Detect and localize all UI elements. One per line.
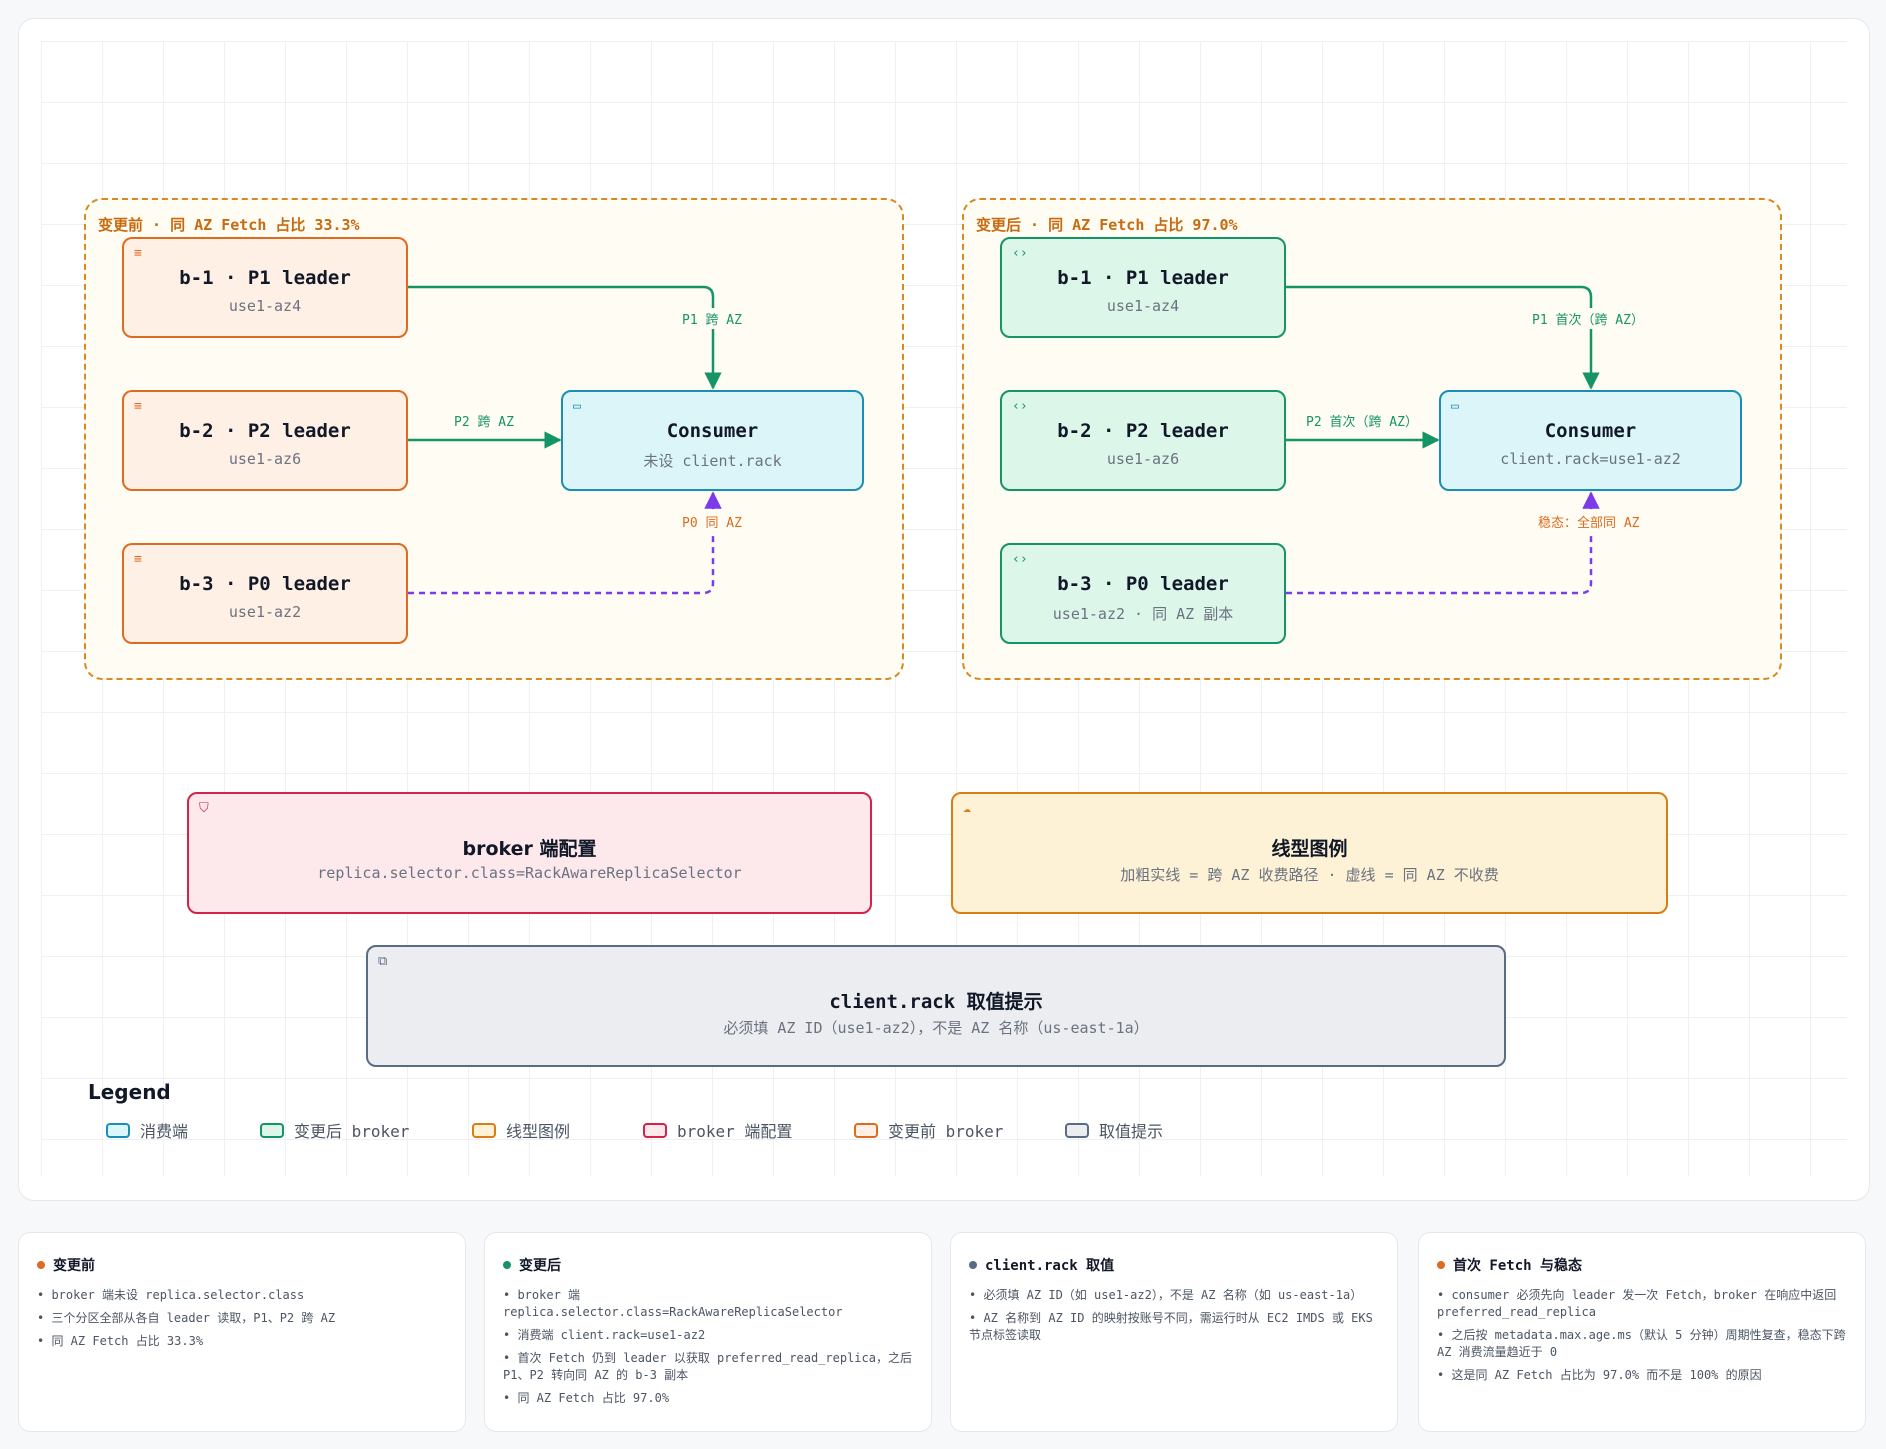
legend-item-rack-hint: 取值提示 bbox=[1065, 1118, 1163, 1142]
status-dot bbox=[503, 1261, 511, 1269]
broker-config-box[interactable]: ⛉ broker 端配置 replica.selector.class=Rack… bbox=[187, 792, 872, 914]
card-list: • consumer 必须先向 leader 发一次 Fetch，broker … bbox=[1437, 1287, 1847, 1390]
card-first-fetch: 首次 Fetch 与稳态 • consumer 必须先向 leader 发一次 … bbox=[1418, 1232, 1866, 1432]
status-dot bbox=[37, 1261, 45, 1269]
edge-before-p0 bbox=[408, 491, 722, 595]
list-item: • 之后按 metadata.max.age.ms（默认 5 分钟）周期性复查，… bbox=[1437, 1328, 1846, 1359]
edge-after-p1 bbox=[1286, 285, 1600, 390]
card-list: • broker 端 replica.selector.class=RackAw… bbox=[503, 1287, 913, 1413]
legend-title: Legend bbox=[88, 1080, 171, 1104]
list-item: • AZ 名称到 AZ ID 的映射按账号不同，需运行时从 EC2 IMDS 或… bbox=[969, 1311, 1373, 1342]
edge-label-after-steady: 稳态：全部同 AZ bbox=[1532, 511, 1646, 532]
list-item: • broker 端未设 replica.selector.class bbox=[37, 1288, 305, 1302]
legend-item-consumer: 消费端 bbox=[106, 1118, 188, 1142]
status-dot bbox=[1437, 1261, 1445, 1269]
legend-swatch bbox=[260, 1122, 284, 1138]
list-icon: ≡ bbox=[134, 552, 142, 567]
card-after: 变更后 • broker 端 replica.selector.class=Ra… bbox=[484, 1232, 932, 1432]
list-item: • 同 AZ Fetch 占比 97.0% bbox=[503, 1391, 670, 1405]
node-after-b2[interactable]: ‹› b-2 · P2 leader use1-az6 bbox=[1000, 390, 1286, 491]
edge-after-p0 bbox=[1286, 491, 1600, 595]
group-after-title: 变更后 · 同 AZ Fetch 占比 97.0% bbox=[976, 216, 1238, 234]
card-before: 变更前 • broker 端未设 replica.selector.class … bbox=[18, 1232, 466, 1432]
node-after-consumer[interactable]: ▭ Consumer client.rack=use1-az2 bbox=[1439, 390, 1742, 491]
code-icon: ‹› bbox=[1012, 399, 1028, 414]
legend-swatch bbox=[643, 1122, 667, 1138]
list-item: • 首次 Fetch 仍到 leader 以获取 preferred_read_… bbox=[503, 1351, 912, 1382]
code-icon: ‹› bbox=[1012, 552, 1028, 567]
legend-swatch bbox=[854, 1122, 878, 1138]
external-link-icon: ⧉ bbox=[378, 954, 388, 969]
list-item: • 必须填 AZ ID（如 use1-az2），不是 AZ 名称（如 us-ea… bbox=[969, 1288, 1363, 1302]
card-client-rack: client.rack 取值 • 必须填 AZ ID（如 use1-az2），不… bbox=[950, 1232, 1398, 1432]
card-title: client.rack 取值 bbox=[985, 1258, 1115, 1274]
edge-label-before-p1: P1 跨 AZ bbox=[676, 308, 748, 329]
node-before-b1[interactable]: ≡ b-1 · P1 leader use1-az4 bbox=[122, 237, 408, 338]
rack-hint-box[interactable]: ⧉ client.rack 取值提示 必须填 AZ ID（use1-az2），不… bbox=[366, 945, 1506, 1067]
list-item: • 消费端 client.rack=use1-az2 bbox=[503, 1328, 706, 1342]
card-title: 变更后 bbox=[519, 1258, 561, 1274]
edge-before-p1 bbox=[408, 285, 722, 390]
cloud-icon: ☁ bbox=[963, 801, 971, 816]
edge-label-before-p0: P0 同 AZ bbox=[676, 511, 748, 532]
legend-item-line-legend: 线型图例 bbox=[472, 1118, 570, 1142]
legend-item-after-broker: 变更后 broker bbox=[260, 1118, 409, 1142]
shield-icon: ⛉ bbox=[199, 801, 209, 816]
card-title: 首次 Fetch 与稳态 bbox=[1453, 1258, 1583, 1274]
edge-label-after-p2: P2 首次（跨 AZ） bbox=[1300, 410, 1424, 431]
card-list: • broker 端未设 replica.selector.class • 三个… bbox=[37, 1287, 447, 1356]
list-item: • consumer 必须先向 leader 发一次 Fetch，broker … bbox=[1437, 1288, 1837, 1319]
list-item: • 三个分区全部从各自 leader 读取，P1、P2 跨 AZ bbox=[37, 1311, 336, 1325]
group-before-title: 变更前 · 同 AZ Fetch 占比 33.3% bbox=[98, 216, 360, 234]
legend-item-before-broker: 变更前 broker bbox=[854, 1118, 1003, 1142]
node-after-b3[interactable]: ‹› b-3 · P0 leader use1-az2 · 同 AZ 副本 bbox=[1000, 543, 1286, 644]
legend-swatch bbox=[472, 1122, 496, 1138]
node-before-b3[interactable]: ≡ b-3 · P0 leader use1-az2 bbox=[122, 543, 408, 644]
node-before-consumer[interactable]: ▭ Consumer 未设 client.rack bbox=[561, 390, 864, 491]
node-after-b1[interactable]: ‹› b-1 · P1 leader use1-az4 bbox=[1000, 237, 1286, 338]
list-item: • broker 端 replica.selector.class=RackAw… bbox=[503, 1288, 843, 1319]
list-item: • 这是同 AZ Fetch 占比为 97.0% 而不是 100% 的原因 bbox=[1437, 1368, 1762, 1382]
line-legend-box[interactable]: ☁ 线型图例 加粗实线 = 跨 AZ 收费路径 · 虚线 = 同 AZ 不收费 bbox=[951, 792, 1668, 914]
list-icon: ≡ bbox=[134, 246, 142, 261]
code-icon: ‹› bbox=[1012, 246, 1028, 261]
node-before-b2[interactable]: ≡ b-2 · P2 leader use1-az6 bbox=[122, 390, 408, 491]
window-icon: ▭ bbox=[1451, 399, 1459, 414]
edge-label-after-p1: P1 首次（跨 AZ） bbox=[1526, 308, 1650, 329]
legend-swatch bbox=[106, 1122, 130, 1138]
card-title: 变更前 bbox=[53, 1258, 95, 1274]
list-item: • 同 AZ Fetch 占比 33.3% bbox=[37, 1334, 204, 1348]
status-dot bbox=[969, 1261, 977, 1269]
legend-swatch bbox=[1065, 1122, 1089, 1138]
window-icon: ▭ bbox=[573, 399, 581, 414]
legend-item-broker-config: broker 端配置 bbox=[643, 1118, 792, 1142]
edge-label-before-p2: P2 跨 AZ bbox=[448, 410, 520, 431]
list-icon: ≡ bbox=[134, 399, 142, 414]
card-list: • 必须填 AZ ID（如 use1-az2），不是 AZ 名称（如 us-ea… bbox=[969, 1287, 1379, 1350]
